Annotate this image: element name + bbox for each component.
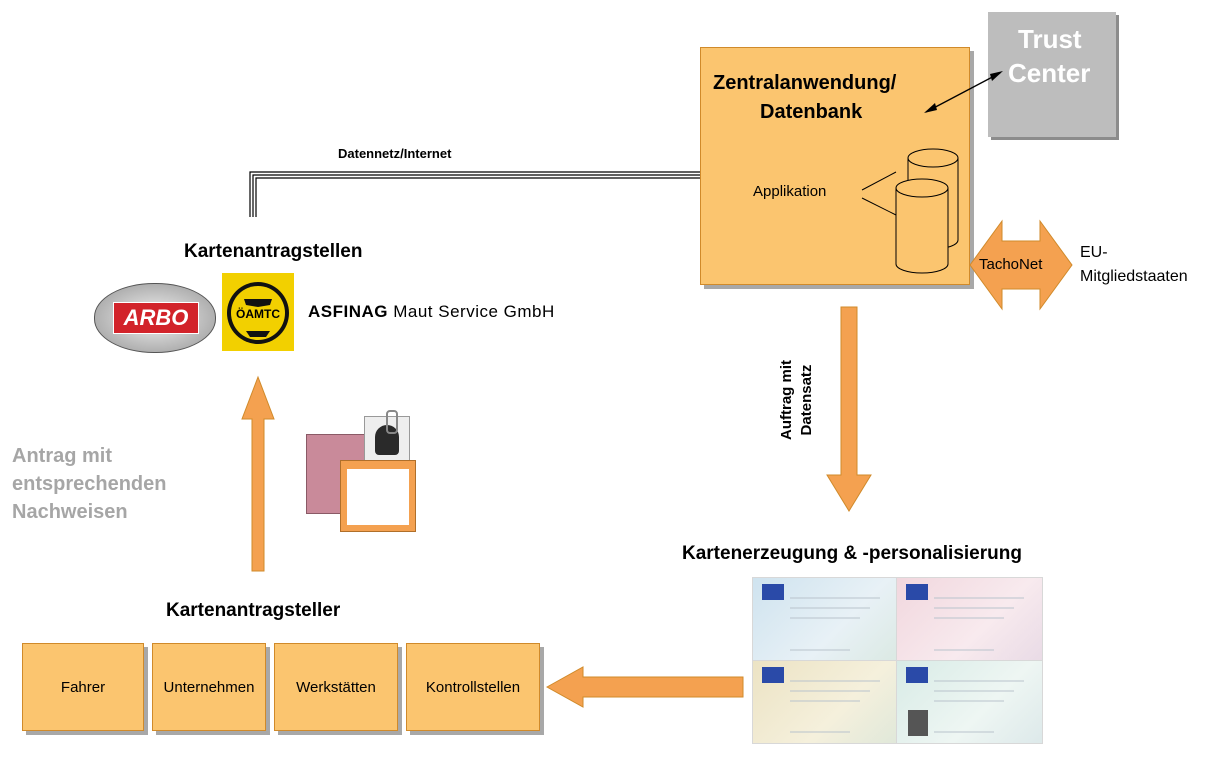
eu-label-line2: Mitgliedstaaten [1080,268,1188,285]
delivery-arrow [545,666,744,708]
applicant-werkstaetten: Werkstätten [274,643,398,731]
application-text-line3: Nachweisen [12,501,128,523]
oamtc-logo: ÖAMTC [222,273,294,351]
database-icon [861,148,959,274]
paperclip-icon [386,410,398,434]
application-offices-title: Kartenantragstellen [184,241,363,262]
arbo-logo-text: ARBO [113,302,199,334]
application-text-line2: entsprechenden [12,473,167,495]
oamtc-logo-text: ÖAMTC [236,307,280,321]
trust-center-line2: Center [1008,58,1091,88]
asfinag-logo-rest: Maut Service GmbH [388,302,555,321]
asfinag-logo: ASFINAG Maut Service GmbH [308,302,555,322]
document-form [340,460,416,532]
network-label: Datennetz/Internet [338,146,452,161]
tachonet-arrow [969,219,1073,311]
central-title-line2: Datenbank [760,101,863,123]
central-title-line1: Zentralanwendung/ [713,72,897,94]
card-production-title: Kartenerzeugung & -personalisierung [682,543,1022,564]
trust-center-line1: Trust [1018,24,1082,54]
application-text-line1: Antrag mit [12,445,112,467]
applicants-title: Kartenantragsteller [166,600,341,621]
application-label: Applikation [753,183,827,200]
applicant-fahrer: Fahrer [22,643,144,731]
application-arrow [241,375,275,572]
oamtc-emblem [227,282,289,344]
application-text: Antrag mit entsprechenden Nachweisen [12,442,166,526]
applicant-kontrollstellen: Kontrollstellen [406,643,540,731]
asfinag-logo-bold: ASFINAG [308,302,388,321]
eu-label-line1: EU- [1080,244,1108,261]
card-image-2 [896,577,1043,661]
arbo-logo: ARBO [94,283,216,353]
trust-center-box [988,12,1116,137]
tachonet-label: TachoNet [979,256,1043,273]
documents-illustration [300,410,425,540]
applicant-unternehmen: Unternehmen [152,643,266,731]
order-arrow [826,306,872,512]
